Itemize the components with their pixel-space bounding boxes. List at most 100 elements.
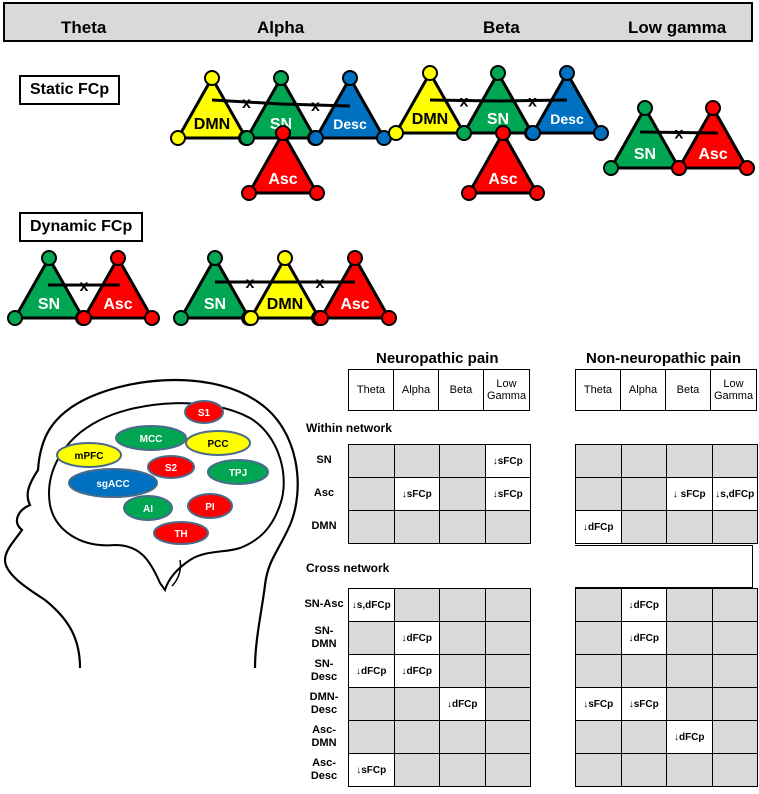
reduced-connectivity-mark: x bbox=[246, 275, 255, 292]
brain-region bbox=[207, 459, 269, 485]
network-label: DMN bbox=[194, 116, 230, 133]
brain-region-label: TPJ bbox=[229, 468, 247, 479]
network-label: DMN bbox=[412, 111, 448, 128]
network-node bbox=[110, 250, 126, 266]
table-cell: ↓sFCp bbox=[485, 445, 531, 478]
network-node bbox=[241, 185, 257, 201]
table-cell bbox=[576, 754, 622, 787]
table-cell bbox=[621, 754, 667, 787]
neuropathic-cross-grid: ↓s,dFCp↓dFCp↓dFCp↓dFCp↓dFCp↓sFCp bbox=[348, 588, 531, 787]
head-outline bbox=[3, 378, 299, 669]
table-cell bbox=[440, 721, 486, 754]
table-cell bbox=[440, 754, 486, 787]
table-cell bbox=[576, 445, 622, 478]
brain-region-label: MCC bbox=[140, 434, 163, 445]
brain-region bbox=[123, 495, 173, 521]
table-cell: ↓dFCp bbox=[576, 511, 622, 544]
brain-region bbox=[153, 521, 209, 545]
table-cell bbox=[440, 589, 486, 622]
column-header: Low Gamma bbox=[486, 378, 527, 402]
network-triangle bbox=[531, 71, 603, 135]
network-triangle bbox=[394, 71, 466, 135]
table-cell: ↓s,dFCp bbox=[349, 589, 395, 622]
brain-region-label: TH bbox=[174, 529, 187, 540]
network-node bbox=[207, 250, 223, 266]
network-triangle bbox=[467, 131, 539, 195]
table-cell bbox=[349, 622, 395, 655]
network-triangle bbox=[319, 256, 391, 320]
table-cell bbox=[440, 511, 486, 544]
table-cell bbox=[394, 445, 440, 478]
row-label: SN-Asc bbox=[304, 598, 344, 610]
table-cell: ↓s,dFCp bbox=[712, 478, 758, 511]
band-alpha: Alpha bbox=[257, 18, 305, 37]
network-label: SN bbox=[38, 296, 60, 313]
brain-region bbox=[185, 430, 251, 456]
network-label: Desc bbox=[550, 111, 584, 127]
table-cell: ↓sFCp bbox=[394, 478, 440, 511]
row-label: SN-Desc bbox=[310, 658, 338, 683]
band-low-gamma: Low gamma bbox=[628, 18, 727, 37]
network-node bbox=[309, 185, 325, 201]
table-cell bbox=[349, 478, 395, 511]
network-node bbox=[347, 250, 363, 266]
non-neuropathic-within-grid: ↓ sFCp↓s,dFCp↓dFCp bbox=[575, 444, 758, 544]
network-node bbox=[559, 65, 575, 81]
network-node bbox=[313, 310, 329, 326]
table-cell bbox=[712, 511, 758, 544]
network-node bbox=[637, 100, 653, 116]
network-node bbox=[275, 125, 291, 141]
table-cell: ↓dFCp bbox=[394, 655, 440, 688]
brain-region-label: mPFC bbox=[75, 451, 104, 462]
reduced-connectivity-mark: x bbox=[311, 98, 320, 115]
table-cell bbox=[667, 688, 713, 721]
connection-line bbox=[639, 130, 719, 135]
column-header: Theta bbox=[576, 370, 621, 410]
network-node bbox=[173, 310, 189, 326]
table-cell bbox=[712, 721, 758, 754]
column-header: Beta bbox=[439, 370, 484, 410]
reduced-connectivity-mark: x bbox=[242, 95, 251, 112]
brain-region bbox=[147, 455, 195, 479]
non-neuropathic-section-gap bbox=[575, 545, 753, 588]
table-cell bbox=[667, 655, 713, 688]
network-label: Asc bbox=[268, 171, 297, 188]
table-cell bbox=[667, 754, 713, 787]
network-node bbox=[529, 185, 545, 201]
table-cell bbox=[394, 511, 440, 544]
network-node bbox=[342, 70, 358, 86]
table-cell bbox=[667, 589, 713, 622]
network-label: SN bbox=[487, 111, 509, 128]
table-cell bbox=[621, 478, 667, 511]
column-header: Alpha bbox=[394, 370, 439, 410]
network-node bbox=[422, 65, 438, 81]
table-cell bbox=[576, 622, 622, 655]
table-cell bbox=[485, 511, 531, 544]
table-cell bbox=[712, 688, 758, 721]
table-cell bbox=[485, 754, 531, 787]
frequency-band-header: Theta Alpha Beta Low gamma bbox=[3, 2, 753, 42]
table-cell bbox=[349, 721, 395, 754]
reduced-connectivity-mark: x bbox=[528, 94, 537, 111]
table-cell bbox=[621, 655, 667, 688]
network-node bbox=[456, 125, 472, 141]
table-cell bbox=[440, 478, 486, 511]
dynamic-fcp-label: Dynamic FCp bbox=[19, 212, 144, 242]
column-header: Low Gamma bbox=[713, 378, 754, 402]
reduced-connectivity-mark: x bbox=[316, 275, 325, 292]
network-node bbox=[41, 250, 57, 266]
neuropathic-column-headers: Theta Alpha Beta Low Gamma bbox=[348, 369, 530, 411]
table-cell: ↓sFCp bbox=[349, 754, 395, 787]
brain-region bbox=[184, 400, 224, 424]
brain-region-label: PI bbox=[205, 502, 215, 513]
band-beta: Beta bbox=[483, 18, 520, 37]
neuropathic-within-grid: ↓sFCp↓sFCp↓sFCp bbox=[348, 444, 531, 544]
brain-region bbox=[115, 425, 187, 451]
brain-region-label: S2 bbox=[165, 463, 178, 474]
table-cell bbox=[394, 721, 440, 754]
network-node bbox=[705, 100, 721, 116]
network-triangle bbox=[176, 76, 248, 140]
column-header: Beta bbox=[666, 370, 711, 410]
table-cell bbox=[576, 478, 622, 511]
